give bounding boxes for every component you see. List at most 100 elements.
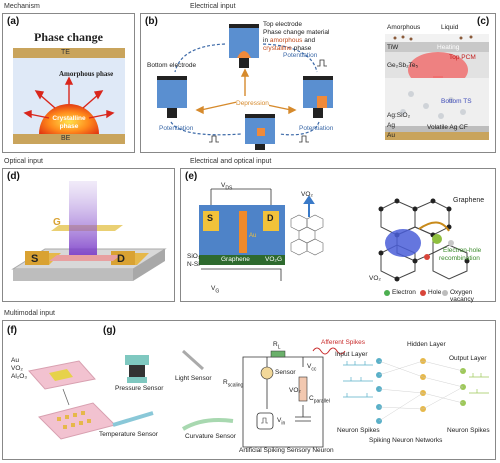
e-drain-label: D xyxy=(267,213,274,223)
bottom-electrode-label: Bottom electrode xyxy=(147,62,197,69)
light-sensor-rod xyxy=(181,349,205,371)
pcm-device xyxy=(385,34,489,140)
afferent-spike-wave xyxy=(312,347,346,355)
temperature-sensor-label: Temperature Sensor xyxy=(99,431,158,438)
assn-label: Artificial Spiking Sensory Neuron xyxy=(239,447,334,454)
g-vo2-label: VO₂ xyxy=(289,387,301,394)
graphene-e-label: Graphene xyxy=(221,256,250,263)
light-sensor-label: Light Sensor xyxy=(175,375,212,382)
section-mechanism: Mechanism xyxy=(4,3,40,10)
cell-left xyxy=(157,76,187,118)
section-electrical-optical-input: Electrical and optical input xyxy=(190,158,272,165)
heating-label: Heating xyxy=(437,44,460,51)
vo2-e-label: VO₂ xyxy=(265,256,277,263)
e-au-label: Au xyxy=(249,233,257,239)
rl-resistor xyxy=(270,350,286,358)
potentiation-top-label: Potentiation xyxy=(283,52,318,59)
legend-vacancy-dot xyxy=(442,290,448,296)
e-drain-pad xyxy=(263,211,279,231)
section-multimodal-input: Multimodal input xyxy=(4,310,55,317)
legend-hole-dot xyxy=(420,290,426,296)
vin-source xyxy=(256,412,274,430)
vo2-strip xyxy=(239,211,247,253)
potentiation-left-label: Potentiation xyxy=(159,125,194,132)
hidden-nodes xyxy=(420,358,426,412)
panel-a-label: (a) xyxy=(7,16,20,27)
cell-top xyxy=(229,24,259,68)
cell-bottom xyxy=(245,114,275,150)
section-optical-input: Optical input xyxy=(4,158,43,165)
input-nodes xyxy=(376,358,382,424)
panel-c-label: (c) xyxy=(477,16,490,27)
temperature-sensor-rod xyxy=(112,411,154,427)
panel-a: (a) Phase change TE Amorphous phase Crys… xyxy=(2,13,135,153)
graphene-vo2-diagram xyxy=(199,188,470,296)
panel-f-g: (f) (g) xyxy=(2,320,496,460)
au-c-label: Au xyxy=(387,132,395,139)
sensor-node xyxy=(260,366,274,380)
recombination-label-1: Electron-hole xyxy=(443,247,482,254)
top-pcm-label: Top PCM xyxy=(449,54,476,61)
spike-trains xyxy=(343,361,373,398)
volatile-cf-label: Volatile Ag CF xyxy=(427,124,468,131)
pcm-label-2: in amorphous and xyxy=(263,37,316,44)
be-label: BE xyxy=(61,135,71,142)
neuron-spikes-label-1: Neuron Spikes xyxy=(337,427,380,434)
depression-label: Depression xyxy=(236,100,269,107)
top-electrode-label: Top electrode xyxy=(263,21,303,28)
vo2-bottom-label: VO₂ xyxy=(369,275,381,282)
agsio2-label: Ag:SiO₂ xyxy=(387,112,411,119)
section-electrical-input: Electrical input xyxy=(190,3,236,10)
panel-f-label: (f) xyxy=(7,325,17,336)
f-vo2-label: VO₂ xyxy=(11,365,23,372)
growth-arrows xyxy=(23,76,115,119)
ag-label: Ag xyxy=(387,122,395,129)
multimodal-diagram xyxy=(28,347,489,448)
output-layer-label: Output Layer xyxy=(449,355,487,362)
vo2-top-label: VO₂ xyxy=(301,191,313,198)
top-electrode-layer xyxy=(13,48,125,58)
spiking-circuit xyxy=(242,356,324,448)
electron-cloud xyxy=(385,229,421,257)
output-spikes xyxy=(469,373,489,394)
legend-electron-dot xyxy=(384,290,390,296)
recombination-label-2: recombination xyxy=(439,255,480,262)
input-layer-label: Input Layer xyxy=(335,351,368,358)
crystalline-label-1: Crystalline xyxy=(52,115,86,122)
curvature-sensor-strip xyxy=(181,418,234,431)
f-al2o3-label: Al₂O₃ xyxy=(11,373,28,380)
e-source-pad xyxy=(203,211,219,231)
circuit-wires xyxy=(201,188,282,281)
gst-label: Ge₂Sb₂Te₅ xyxy=(387,62,419,69)
pressure-sensor-label: Pressure Sensor xyxy=(115,385,164,392)
snn-label: Spiking Neuron Networks xyxy=(369,437,443,444)
legend-vacancy-label: Oxygen vacancy xyxy=(450,289,474,303)
amorphous-phase-label: Amorphous phase xyxy=(59,70,114,78)
channel xyxy=(49,255,121,261)
g-e-label: G xyxy=(277,256,283,263)
potentiation-right-label: Potentiation xyxy=(299,125,334,132)
nsi-label: N-Si xyxy=(187,261,200,268)
liquid-label: Liquid xyxy=(441,24,459,31)
vds-label: VDS xyxy=(221,182,233,192)
panel-e: (e) xyxy=(180,168,496,303)
gate-label: G xyxy=(53,217,61,228)
light-beam xyxy=(69,181,97,255)
electrical-cycle-diagram xyxy=(157,24,489,150)
vg-label: VG xyxy=(211,285,220,295)
rl-label: RL xyxy=(273,341,281,351)
vdd-label: Vcc xyxy=(307,363,317,373)
sio2-label: SiO₂ xyxy=(187,253,201,260)
flow-arrows xyxy=(303,195,315,217)
panel-e-label: (e) xyxy=(185,171,198,182)
pulse-glyphs xyxy=(209,59,327,143)
recombination-electron xyxy=(432,234,442,244)
legend-electron-label: Electron xyxy=(392,289,416,296)
phase-change-title: Phase change xyxy=(34,30,103,44)
hex-lattice xyxy=(290,214,324,256)
te-label: TE xyxy=(61,49,70,56)
panel-g-label: (g) xyxy=(103,325,116,336)
cparallel-label: Cparallel xyxy=(309,395,330,405)
optical-device-diagram xyxy=(11,181,167,281)
drain-label: D xyxy=(117,253,125,265)
